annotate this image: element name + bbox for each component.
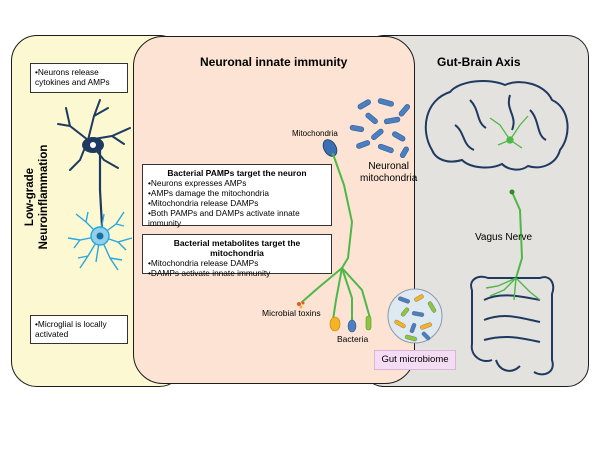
brain-neuron-icon xyxy=(489,115,529,149)
gut-microbiome-label: Gut microbiome xyxy=(374,350,456,370)
bacteria-label: Bacteria xyxy=(337,334,369,344)
mitochondrion-icon xyxy=(322,139,338,157)
middle-panel-title: Neuronal innate immunity xyxy=(200,55,348,69)
pamps-item: •Neurons expresses AMPs xyxy=(148,178,247,188)
microglia-icon xyxy=(67,211,133,271)
mitochondria-label: Mitochondria xyxy=(292,129,338,138)
metabolites-box-title: Bacterial metabolites target the mitocho… xyxy=(173,238,301,258)
pamps-item: •Both PAMPs and DAMPs activate innate im… xyxy=(148,208,300,228)
neuron-axon xyxy=(301,153,371,323)
vagus-nerve-label: Vagus Nerve xyxy=(475,232,533,243)
pamps-item: •Mitochondria release DAMPs xyxy=(148,198,259,208)
right-panel-title: Gut-Brain Axis xyxy=(437,55,521,69)
bacterial-metabolites-box: Bacterial metabolites target the mitocho… xyxy=(142,234,332,278)
microglia-activated-box: •Microglial is locally activated xyxy=(30,315,128,344)
vagus-nerve-line xyxy=(511,191,524,279)
microbial-toxins-icon xyxy=(297,301,305,309)
microbial-toxins-label: Microbial toxins xyxy=(262,308,321,318)
pamps-item: •AMPs damage the mitochondria xyxy=(148,188,269,198)
gut-nerve-branches xyxy=(485,277,541,301)
neuronal-mito-line2: mitochondria xyxy=(360,173,418,184)
neuron-icon xyxy=(57,99,131,228)
neuronal-mito-line1: Neuronal xyxy=(368,161,409,172)
intestine-icon xyxy=(470,275,555,376)
metabolites-item: •DAMPs activate innate immunity xyxy=(148,268,271,278)
bacteria-icon xyxy=(329,315,372,333)
pamps-box-title: Bacterial PAMPs target the neuron xyxy=(167,168,307,178)
vagus-nerve-node xyxy=(509,189,515,195)
gut-microbiome-icon xyxy=(387,288,443,344)
neurons-release-box: •Neurons release cytokines and AMPs xyxy=(30,63,128,93)
brain-icon xyxy=(424,79,569,171)
neuronal-mitochondria-icon xyxy=(349,98,411,159)
bacterial-pamps-box: Bacterial PAMPs target the neuron •Neuro… xyxy=(142,164,332,228)
metabolites-item: •Mitochondria release DAMPs xyxy=(148,258,259,268)
neuronal-mitochondria-label: Neuronal mitochondria xyxy=(360,161,417,185)
